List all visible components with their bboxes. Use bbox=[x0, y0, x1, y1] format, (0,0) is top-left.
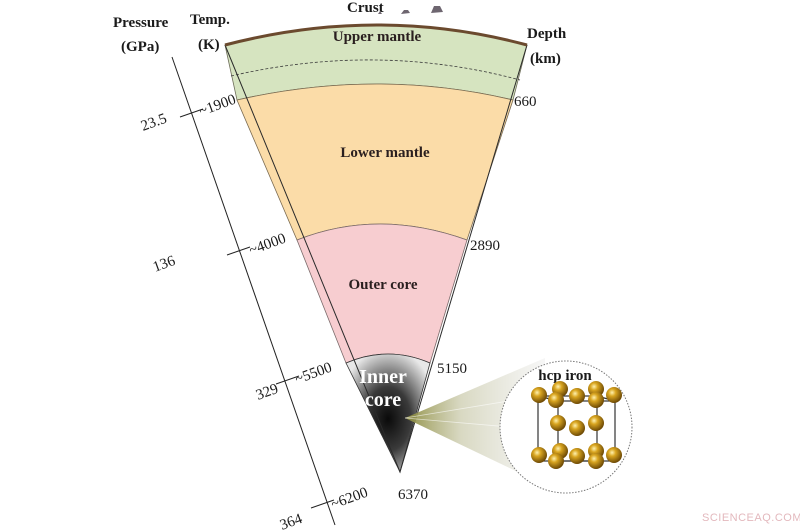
wedge-outline bbox=[224, 44, 528, 474]
watermark: SCIENCEAQ.COM bbox=[702, 512, 800, 524]
temperature-value: ~4000 bbox=[247, 231, 288, 259]
outer-core-label: Outer core bbox=[348, 277, 417, 293]
pressure-unit: (GPa) bbox=[121, 39, 159, 55]
pressure-value: 23.5 bbox=[139, 111, 169, 135]
pressure-header: Pressure bbox=[113, 15, 169, 31]
outer-core-layer bbox=[296, 223, 468, 364]
inner-core-layer bbox=[345, 353, 431, 474]
depth-value: 660 bbox=[514, 94, 537, 110]
inner-core-label-line2: core bbox=[365, 389, 401, 411]
depth-value: 5150 bbox=[437, 361, 467, 377]
pressure-value: 329 bbox=[254, 381, 281, 404]
mountain-icon bbox=[378, 6, 443, 14]
temperature-unit: (K) bbox=[198, 37, 220, 53]
pressure-axis-line bbox=[171, 56, 336, 526]
crust-line bbox=[224, 23, 528, 47]
depth-unit: (km) bbox=[530, 51, 561, 67]
depth-value: 2890 bbox=[470, 238, 500, 254]
temperature-value: ~5500 bbox=[293, 360, 334, 388]
axis-ticks bbox=[179, 108, 335, 509]
transition-zone-line bbox=[230, 59, 521, 81]
upper-mantle-label: Upper mantle bbox=[333, 29, 422, 45]
temperature-value: ~1900 bbox=[197, 92, 238, 120]
temperature-header: Temp. bbox=[190, 12, 230, 28]
lower-mantle-label: Lower mantle bbox=[340, 145, 430, 161]
temperature-value: ~6200 bbox=[329, 485, 370, 513]
depth-value: 6370 bbox=[398, 487, 428, 503]
inner-core-label-line1: Inner bbox=[359, 366, 407, 388]
pressure-value: 136 bbox=[151, 253, 178, 276]
pressure-value: 364 bbox=[278, 511, 305, 530]
crust-label: Crust bbox=[347, 0, 384, 16]
hcp-iron-label: hcp iron bbox=[538, 368, 592, 384]
hcp-iron-lattice-icon bbox=[531, 381, 622, 469]
depth-header: Depth bbox=[527, 26, 567, 42]
lower-mantle-layer bbox=[236, 83, 514, 241]
